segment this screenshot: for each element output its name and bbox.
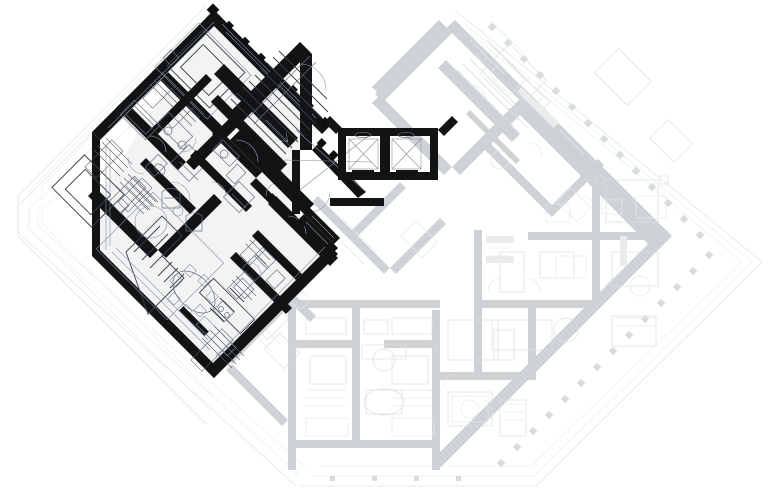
door-swing-secondary-bath bbox=[211, 181, 227, 197]
refrigerator bbox=[241, 254, 269, 282]
room-entry-foyer[interactable] bbox=[239, 150, 338, 266]
kitchen-counter-run bbox=[190, 325, 245, 372]
elevator-cab-1[interactable] bbox=[348, 132, 379, 170]
elevator-door-sills bbox=[352, 170, 418, 175]
stair[interactable] bbox=[210, 42, 329, 214]
armchair-2 bbox=[185, 212, 203, 232]
stair-direction-arrow bbox=[265, 119, 289, 143]
stair-handrail bbox=[247, 55, 317, 125]
bedroom-rug bbox=[154, 22, 252, 120]
bed-master bbox=[166, 29, 246, 109]
sectional-sofa bbox=[125, 215, 185, 315]
kitchen-upper-cabinets bbox=[195, 315, 237, 357]
secondary-wardrobe bbox=[117, 177, 159, 213]
powder-toilet bbox=[265, 269, 286, 290]
room-powder-and-utility[interactable] bbox=[226, 230, 302, 314]
powder-sink bbox=[253, 246, 277, 270]
ghost-unit-south-east bbox=[432, 310, 536, 470]
highlighted-unit[interactable] bbox=[17, 3, 339, 425]
room-secondary-bedroom[interactable] bbox=[51, 154, 222, 258]
coffee-table-round bbox=[134, 205, 168, 239]
service-corridor bbox=[290, 194, 340, 254]
room-master-bathroom[interactable] bbox=[84, 74, 248, 217]
elevator-cab-2[interactable] bbox=[391, 132, 422, 170]
nightstand-secondary bbox=[112, 197, 130, 214]
exterior-wall-southeast bbox=[206, 246, 338, 378]
elevator-bank[interactable] bbox=[324, 116, 458, 180]
armchair-1 bbox=[161, 188, 181, 209]
vanity-secondary bbox=[212, 139, 240, 167]
ghost-floorplate bbox=[17, 9, 763, 487]
kitchen-sink bbox=[232, 277, 255, 300]
dining-chairs bbox=[167, 263, 219, 318]
circulation-core[interactable] bbox=[210, 42, 458, 254]
master-closet-shelving bbox=[142, 71, 205, 129]
door-swing-powder bbox=[247, 261, 262, 276]
ghost-service-corridor bbox=[312, 182, 446, 274]
vanity-master bbox=[156, 111, 194, 150]
side-table-round bbox=[172, 205, 184, 217]
room-secondary-bathroom[interactable] bbox=[190, 128, 262, 214]
ghost-unit-south-center bbox=[288, 300, 440, 470]
stair-door-swing bbox=[235, 63, 327, 163]
ghost-unit-east bbox=[474, 170, 672, 380]
kitchen-island bbox=[198, 277, 256, 335]
ghost-stair-core bbox=[375, 20, 544, 164]
room-kitchen[interactable] bbox=[179, 254, 269, 372]
room-living-room[interactable] bbox=[95, 188, 225, 321]
kitchen-cooktop bbox=[212, 299, 236, 323]
exterior-glazing-lines bbox=[105, 21, 327, 357]
toilet-secondary bbox=[225, 163, 247, 185]
toilet-master bbox=[144, 153, 168, 177]
exterior-wall-southwest bbox=[92, 250, 220, 378]
door-swings-master-bath bbox=[127, 135, 197, 201]
ghost-furniture-misc bbox=[488, 58, 667, 297]
bed-secondary bbox=[51, 154, 125, 228]
living-room-rug bbox=[95, 191, 225, 321]
lobby-ceiling-lines bbox=[283, 129, 373, 193]
shower-secondary bbox=[222, 180, 256, 214]
exterior-wall-northeast bbox=[206, 10, 330, 134]
